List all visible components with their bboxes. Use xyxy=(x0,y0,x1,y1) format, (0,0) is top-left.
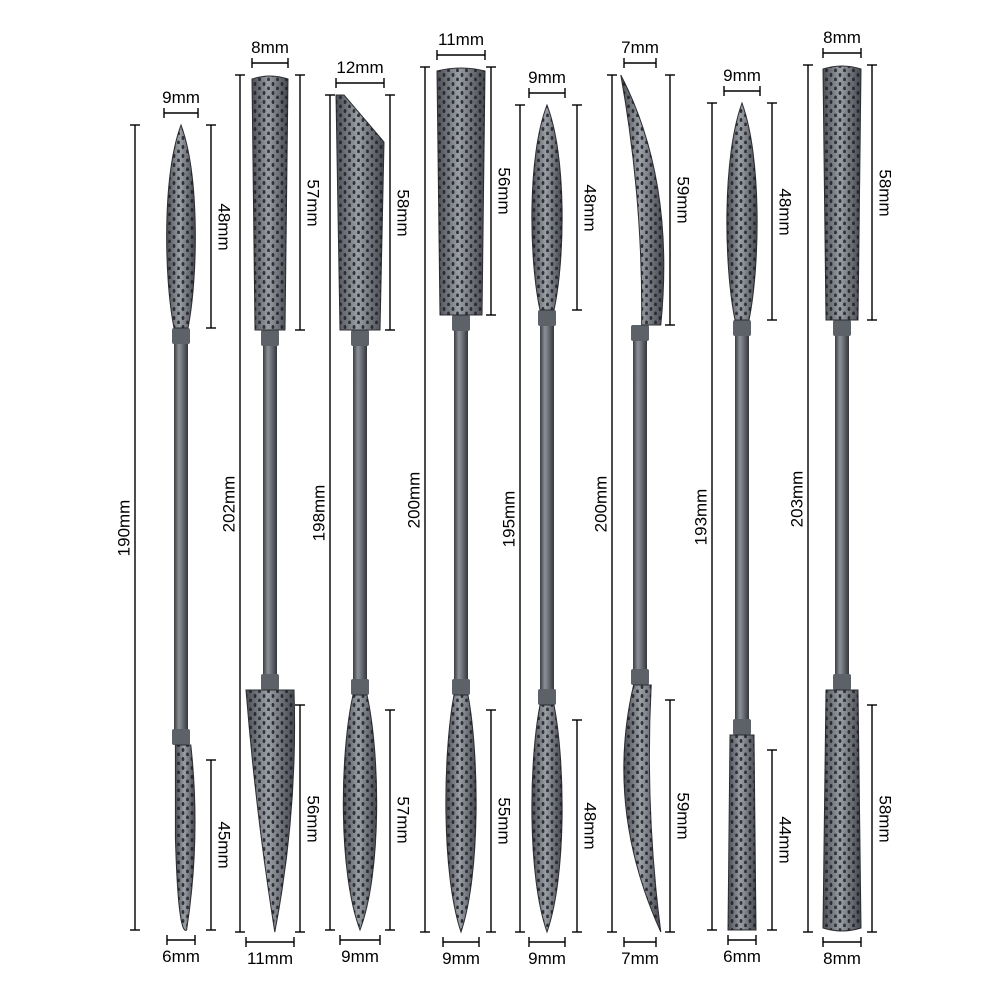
rasp-collar xyxy=(833,320,851,336)
rasp-bottom-teeth xyxy=(175,745,196,931)
total-length-label: 203mm xyxy=(787,470,807,527)
bottom-width-label: 9mm xyxy=(442,949,480,968)
rasp-tool-4 xyxy=(436,67,486,934)
rasp-collar xyxy=(261,674,279,690)
top-width-label: 8mm xyxy=(823,28,861,47)
rasp-collar xyxy=(833,674,851,690)
dimensions-tool-2 xyxy=(235,58,305,947)
dimensions-tool-4 xyxy=(420,50,496,947)
top-length-label: 48mm xyxy=(214,202,234,251)
top-width-label: 7mm xyxy=(621,38,659,57)
rasp-top-teeth xyxy=(166,125,196,328)
rasp-shaft xyxy=(540,310,554,705)
rasp-bottom-teeth xyxy=(246,690,295,932)
top-width-label: 9mm xyxy=(528,68,566,87)
rasp-top-teeth xyxy=(823,66,861,320)
rasp-bottom-teeth xyxy=(531,705,563,932)
bottom-length-label: 48mm xyxy=(580,802,600,850)
bottom-width-label: 8mm xyxy=(823,949,861,968)
rasp-shaft xyxy=(835,320,849,690)
rasp-top-teeth xyxy=(252,76,288,330)
rasp-collar xyxy=(631,669,649,685)
top-width-label: 9mm xyxy=(162,88,200,107)
rasp-collar xyxy=(172,328,190,344)
rasp-shaft xyxy=(353,330,367,695)
rasp-bottom-teeth xyxy=(823,690,861,931)
dimensions-tool-1 xyxy=(130,108,216,945)
top-length-label: 56mm xyxy=(494,167,514,215)
bottom-width-label: 9mm xyxy=(528,949,566,968)
rasp-bottom-teeth xyxy=(343,695,377,930)
rasp-bottom-teeth xyxy=(728,735,756,930)
top-width-label: 9mm xyxy=(723,66,761,85)
rasp-top-teeth xyxy=(437,68,485,315)
rasp-collar xyxy=(733,719,751,735)
total-length-label: 200mm xyxy=(404,471,424,528)
rasp-tool-7 xyxy=(726,101,758,931)
total-length-label: 198mm xyxy=(309,484,329,541)
dimensions-tool-7 xyxy=(707,86,777,945)
total-length-label: 202mm xyxy=(219,475,239,532)
rasp-bottom-teeth xyxy=(623,685,661,932)
top-length-label: 58mm xyxy=(393,188,413,237)
rasp-shaft xyxy=(454,315,468,695)
rasp-collar xyxy=(172,729,190,745)
dimensions-tool-5 xyxy=(515,88,582,947)
bottom-width-label: 6mm xyxy=(162,947,200,966)
total-length-label: 200mm xyxy=(591,475,611,532)
bottom-width-label: 9mm xyxy=(341,947,379,966)
top-width-label: 12mm xyxy=(336,58,384,77)
rasp-tool-3 xyxy=(335,94,385,932)
top-length-label: 57mm xyxy=(303,178,323,227)
rasp-shaft xyxy=(263,330,277,690)
dimensions-tool-3 xyxy=(325,78,395,945)
rasp-collar xyxy=(733,320,751,336)
rasp-bottom-teeth xyxy=(445,695,477,932)
total-length-label: 190mm xyxy=(114,499,134,556)
rasp-collar xyxy=(261,330,279,346)
rasp-shaft xyxy=(174,328,188,745)
bottom-length-label: 57mm xyxy=(393,796,413,844)
bottom-length-label: 56mm xyxy=(303,794,323,843)
rasp-tool-8 xyxy=(822,65,862,932)
top-length-label: 48mm xyxy=(775,187,795,236)
bottom-length-label: 45mm xyxy=(214,821,234,869)
rasp-shaft xyxy=(735,320,749,735)
bottom-length-label: 55mm xyxy=(494,797,514,845)
rasp-tool-1 xyxy=(166,123,196,931)
rasp-top-teeth xyxy=(620,75,664,325)
top-length-label: 58mm xyxy=(875,168,895,217)
total-length-label: 195mm xyxy=(499,490,519,547)
top-width-label: 8mm xyxy=(251,38,289,57)
rasp-tool-5 xyxy=(531,103,563,934)
bottom-length-label: 44mm xyxy=(775,816,795,864)
top-length-label: 48mm xyxy=(580,183,600,232)
bottom-width-label: 11mm xyxy=(247,949,293,968)
top-length-label: 59mm xyxy=(673,176,693,224)
rasp-tool-2 xyxy=(245,75,296,933)
bottom-width-label: 6mm xyxy=(723,947,761,966)
dimensions-tool-6 xyxy=(607,58,675,947)
rasp-collar xyxy=(538,310,556,326)
rasp-shaft xyxy=(633,325,647,685)
rasp-collar xyxy=(452,315,470,331)
rasp-collar xyxy=(452,679,470,695)
rasp-collar xyxy=(351,679,369,695)
bottom-length-label: 58mm xyxy=(875,794,895,843)
bottom-width-label: 7mm xyxy=(621,949,659,968)
rasp-collar xyxy=(538,689,556,705)
rasp-collar xyxy=(351,330,369,346)
rasp-tool-6 xyxy=(620,74,665,933)
rasp-top-teeth xyxy=(726,103,758,320)
total-length-label: 193mm xyxy=(691,488,711,545)
top-width-label: 11mm xyxy=(438,30,484,49)
bottom-length-label: 59mm xyxy=(673,792,693,840)
rasp-collar xyxy=(631,325,649,341)
dimensions-tool-8 xyxy=(803,48,877,947)
rasp-top-teeth xyxy=(336,95,384,330)
rasp-top-teeth xyxy=(531,105,563,310)
